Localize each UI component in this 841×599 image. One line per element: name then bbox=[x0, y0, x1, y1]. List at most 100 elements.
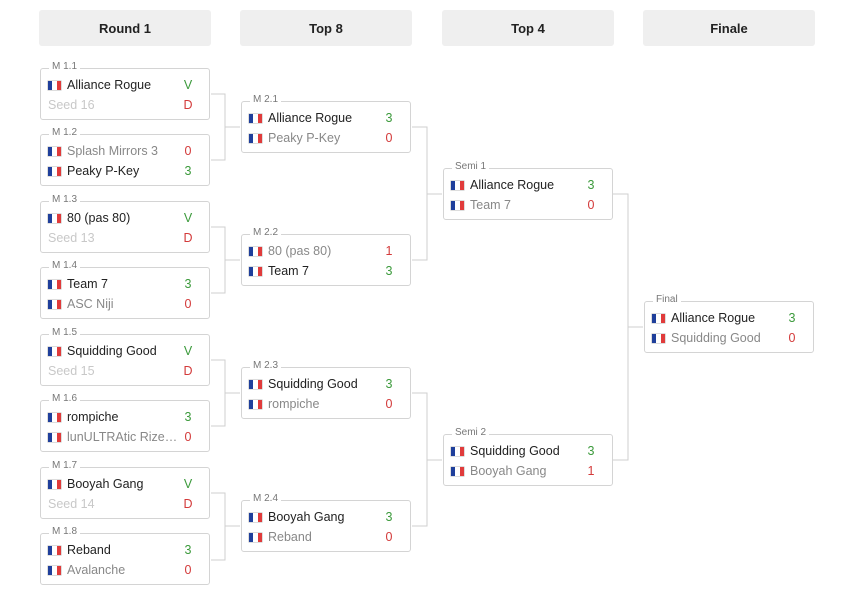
team-name[interactable]: 80 (pas 80) bbox=[268, 244, 332, 258]
match-label: M 1.5 bbox=[49, 327, 81, 339]
team-name[interactable]: 80 (pas 80) bbox=[67, 211, 131, 225]
seed-placeholder: Seed 16 bbox=[48, 98, 95, 112]
team-row[interactable]: Peaky P-Key 3 bbox=[41, 161, 209, 181]
team-name[interactable]: Booyah Gang bbox=[268, 510, 345, 524]
team-score: D bbox=[183, 98, 193, 112]
team-name[interactable]: Team 7 bbox=[470, 198, 511, 212]
team-score: 3 bbox=[587, 178, 595, 192]
team-score: D bbox=[183, 364, 193, 378]
connector-m1-1-m1-2 bbox=[211, 93, 240, 161]
team-name[interactable]: Peaky P-Key bbox=[268, 131, 341, 145]
team-row[interactable]: Avalanche 0 bbox=[41, 560, 209, 580]
team-name[interactable]: ASC Niji bbox=[67, 297, 114, 311]
team-name[interactable]: Team 7 bbox=[268, 264, 309, 278]
team-score: 0 bbox=[385, 397, 393, 411]
team-row[interactable]: ASC Niji 0 bbox=[41, 294, 209, 314]
france-flag-icon bbox=[249, 113, 262, 123]
match-label: Semi 1 bbox=[452, 161, 490, 173]
france-flag-icon bbox=[249, 532, 262, 542]
match-label: M 1.2 bbox=[49, 127, 81, 139]
france-flag-icon bbox=[451, 180, 464, 190]
france-flag-icon bbox=[48, 346, 61, 356]
france-flag-icon bbox=[451, 466, 464, 476]
france-flag-icon bbox=[652, 313, 665, 323]
team-row[interactable]: Seed 13 D bbox=[41, 228, 209, 248]
team-row[interactable]: lunULTRAtic Rize…0 bbox=[41, 427, 209, 447]
team-name[interactable]: lunULTRAtic Rize… bbox=[67, 430, 178, 444]
team-name[interactable]: Reband bbox=[268, 530, 312, 544]
team-name[interactable]: Team 7 bbox=[67, 277, 108, 291]
seed-placeholder: Seed 13 bbox=[48, 231, 95, 245]
connector-semi-final bbox=[613, 193, 643, 461]
team-score: 3 bbox=[385, 111, 393, 125]
team-name[interactable]: Alliance Rogue bbox=[268, 111, 353, 125]
team-name[interactable]: Squidding Good bbox=[268, 377, 358, 391]
france-flag-icon bbox=[48, 299, 61, 309]
team-name[interactable]: rompiche bbox=[67, 410, 119, 424]
team-score: 3 bbox=[184, 164, 192, 178]
team-row[interactable]: 80 (pas 80)1 bbox=[242, 241, 410, 261]
team-name[interactable]: Peaky P-Key bbox=[67, 164, 140, 178]
team-name[interactable]: Squidding Good bbox=[67, 344, 157, 358]
team-row[interactable]: Seed 16 D bbox=[41, 95, 209, 115]
team-name[interactable]: Alliance Rogue bbox=[671, 311, 756, 325]
team-row[interactable]: Alliance Rogue 3 bbox=[242, 108, 410, 128]
team-name[interactable]: Splash Mirrors 3 bbox=[67, 144, 158, 158]
team-name[interactable]: rompiche bbox=[268, 397, 320, 411]
team-score: 0 bbox=[184, 563, 192, 577]
team-row[interactable]: Peaky P-Key 0 bbox=[242, 128, 410, 148]
team-row[interactable]: 80 (pas 80)V bbox=[41, 208, 209, 228]
team-name[interactable]: Squidding Good bbox=[470, 444, 560, 458]
team-row[interactable]: rompiche 0 bbox=[242, 394, 410, 414]
team-row[interactable]: Squidding Good 3 bbox=[444, 441, 612, 461]
team-name[interactable]: Booyah Gang bbox=[470, 464, 547, 478]
team-name[interactable]: Squidding Good bbox=[671, 331, 761, 345]
france-flag-icon bbox=[48, 432, 61, 442]
france-flag-icon bbox=[451, 200, 464, 210]
team-score: 0 bbox=[184, 297, 192, 311]
team-name[interactable]: Alliance Rogue bbox=[67, 78, 152, 92]
team-score: D bbox=[183, 231, 193, 245]
team-name[interactable]: Alliance Rogue bbox=[470, 178, 555, 192]
team-name[interactable]: Booyah Gang bbox=[67, 477, 144, 491]
team-row[interactable]: Alliance Rogue 3 bbox=[444, 175, 612, 195]
team-name[interactable]: Avalanche bbox=[67, 563, 126, 577]
france-flag-icon bbox=[249, 512, 262, 522]
team-name[interactable]: Reband bbox=[67, 543, 111, 557]
team-score: 3 bbox=[587, 444, 595, 458]
team-score: 0 bbox=[385, 131, 393, 145]
